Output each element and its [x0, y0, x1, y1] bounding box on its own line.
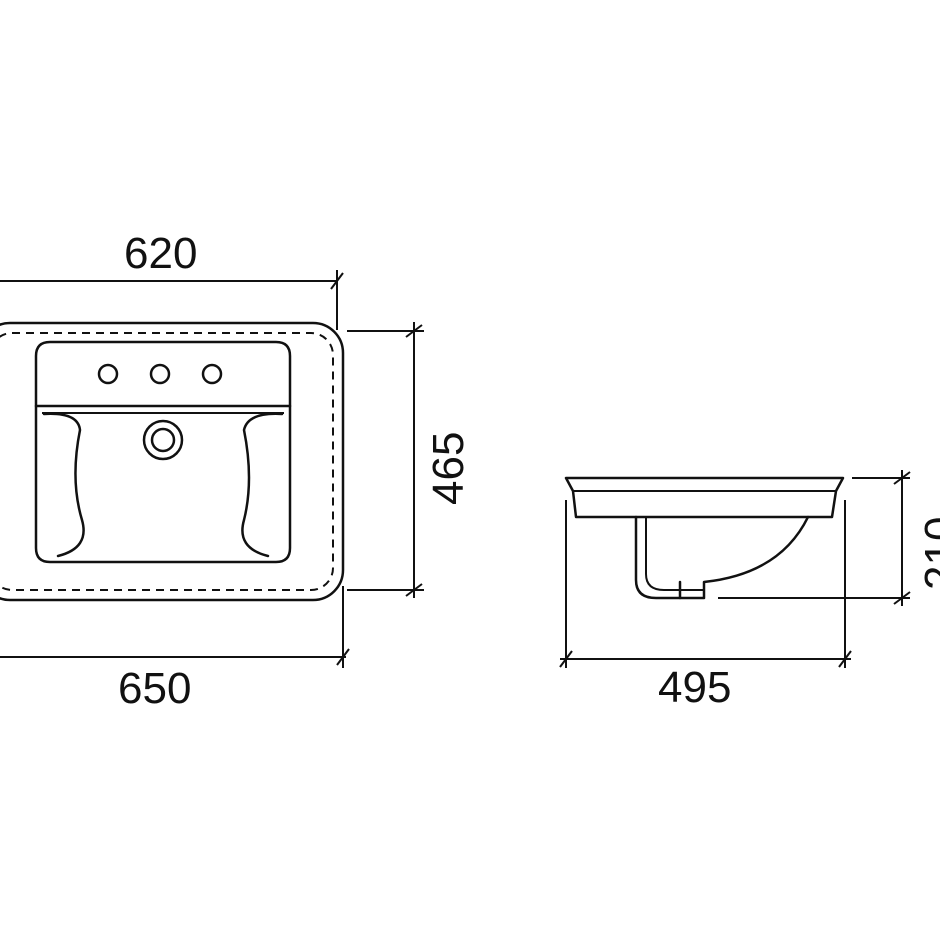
dimension-label-620: 620	[124, 229, 197, 278]
basin-top-view	[0, 321, 345, 602]
basin-side-view	[564, 476, 845, 600]
dimension-top-width: 620	[0, 229, 344, 330]
dimension-label-465: 465	[424, 432, 473, 505]
bowl-right-wall	[241, 412, 284, 558]
dimension-height: 210	[718, 470, 940, 606]
drain-inner-icon	[150, 427, 176, 453]
dimension-label-495: 495	[658, 663, 731, 712]
dimension-label-650: 650	[118, 664, 191, 713]
bowl-left-wall	[42, 412, 85, 558]
drain-outer-icon	[142, 419, 184, 461]
tap-hole-center-icon	[149, 363, 171, 385]
cutout-dashed-outline	[0, 332, 334, 591]
tap-hole-left-icon	[97, 363, 119, 385]
side-bowl	[634, 515, 810, 600]
side-flange	[564, 476, 845, 519]
dimension-depth: 465	[347, 322, 473, 598]
dimension-overall-width: 650	[0, 586, 350, 713]
basin-outer-rim	[0, 321, 345, 602]
dimension-side-depth: 495	[559, 500, 852, 712]
tap-hole-right-icon	[201, 363, 223, 385]
dimension-label-210: 210	[916, 517, 940, 590]
side-bowl-inner	[645, 517, 704, 591]
basin-bowl-outline	[34, 340, 292, 564]
